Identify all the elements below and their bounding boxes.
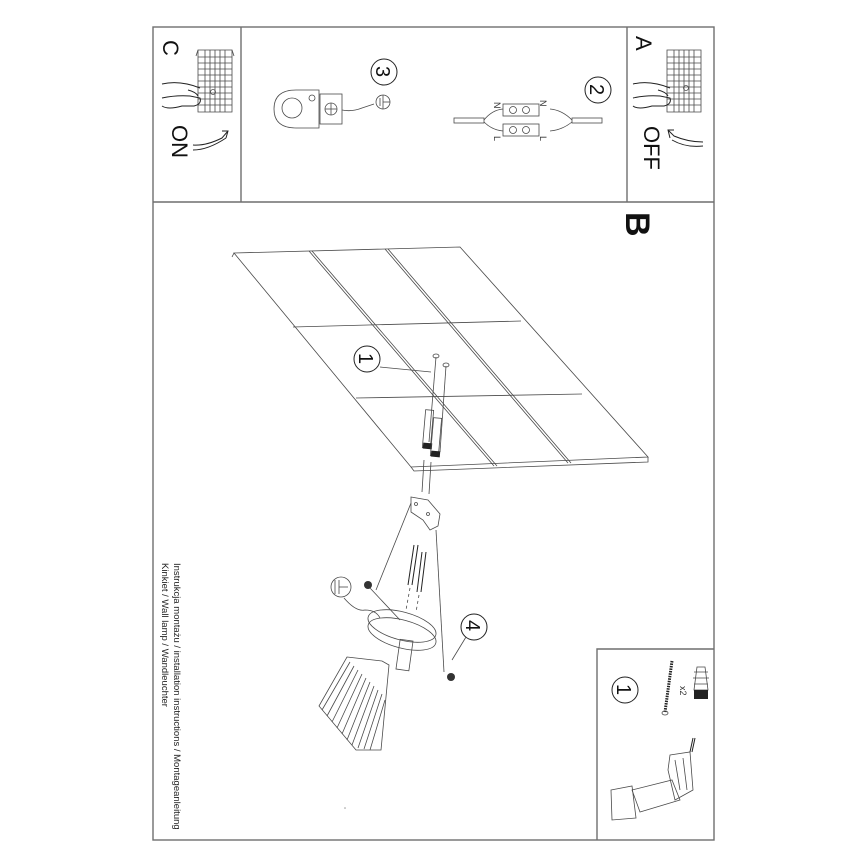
screw-icon [661, 660, 674, 716]
step-2-wiring: 2 N N L L [453, 76, 612, 141]
terminal-block-bottom [502, 123, 540, 137]
wall-plug-icon [421, 409, 443, 458]
ceiling-panels [231, 246, 649, 472]
step-2-badge [584, 76, 612, 104]
step-4-number: 4 [461, 620, 483, 631]
ground-symbol-icon [375, 94, 391, 110]
step-4-lamp-assembly: 4 [318, 496, 488, 751]
breaker-box-icon [666, 49, 702, 113]
tools-panel: 1 x2 [610, 660, 709, 821]
panel-c-switch-label: ON [167, 125, 192, 158]
step-1-badge [353, 345, 381, 373]
ground-terminal [319, 93, 343, 125]
step-1-drill-holes: 1 [353, 345, 450, 495]
document-title-line1: Instrukcja montażu / installation instru… [171, 563, 182, 830]
step-1-tools-number: 1 [612, 684, 634, 695]
step-1-tools-badge [611, 676, 639, 704]
wiring-neutral-label-right: N [538, 100, 548, 107]
wall-plug-icon [693, 666, 709, 699]
wiring-live-label-right: L [538, 136, 548, 141]
screw-icon [407, 544, 427, 593]
step-2-number: 2 [585, 84, 607, 95]
wiring-neutral-label-left: N [492, 102, 502, 109]
breaker-box-icon [195, 49, 235, 113]
ground-lug [273, 89, 320, 129]
step-3-badge [370, 58, 398, 86]
rotate-arrow-icon [667, 129, 704, 147]
outer-frame [152, 26, 715, 841]
rotate-arrow-icon [192, 130, 229, 151]
step-1-number: 1 [354, 353, 376, 364]
step-3-ground-connection: 3 [273, 58, 398, 129]
nut-icon [447, 673, 455, 681]
power-drill-icon [610, 737, 696, 821]
panel-a: A OFF [631, 36, 704, 170]
panel-c-letter: C [158, 40, 183, 56]
ground-symbol-icon [330, 576, 352, 598]
nut-icon [364, 581, 372, 589]
parts-quantity-label: x2 [678, 686, 688, 696]
hand-icon [632, 82, 671, 109]
lamp-shade-ribbed [318, 656, 390, 751]
tools-panel-border [596, 648, 714, 840]
document-title-line2: Kinkiet / Wall lamp / Wandleuchter [159, 563, 170, 707]
panel-a-letter: A [631, 36, 656, 51]
lamp-arm [395, 638, 414, 672]
panel-b-letter: B [618, 212, 656, 237]
step-3-number: 3 [371, 66, 393, 77]
hand-icon [161, 82, 201, 109]
mounting-bracket [410, 496, 441, 531]
lamp-base-plate [367, 609, 437, 643]
panel-a-switch-label: OFF [639, 126, 664, 170]
panel-c: C ON [158, 40, 235, 158]
wiring-live-label-left: L [492, 136, 502, 141]
step-4-badge [460, 613, 488, 641]
terminal-block-top [502, 103, 540, 117]
